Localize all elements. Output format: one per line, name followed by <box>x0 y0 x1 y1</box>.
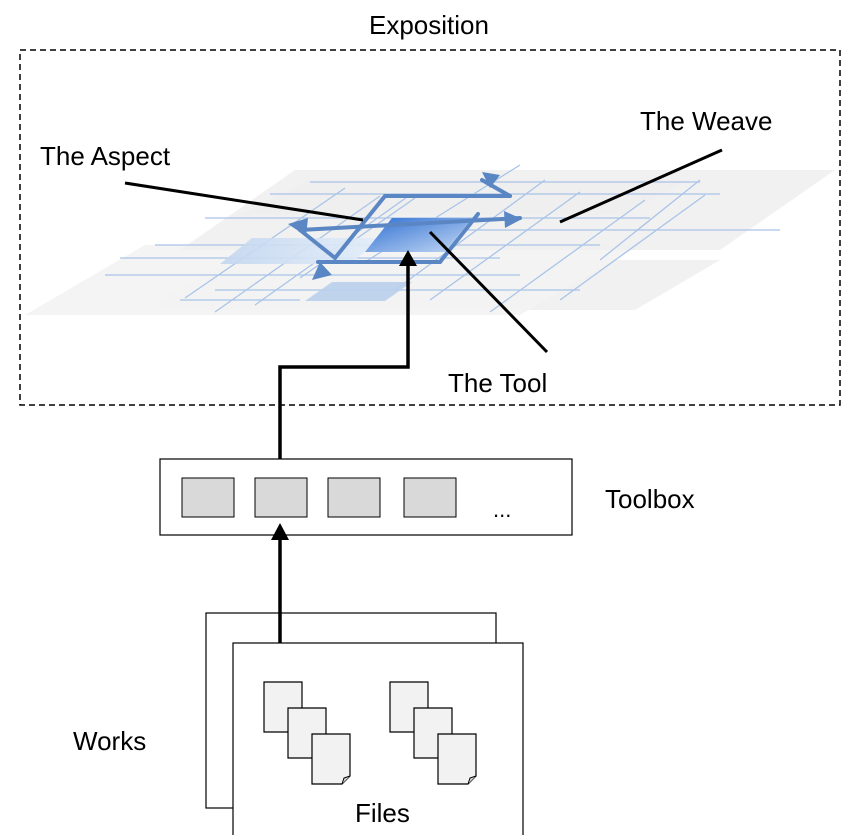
weave-label: The Weave <box>640 106 772 136</box>
tool-slot-icon[interactable] <box>181 477 235 518</box>
aspect-pane <box>220 238 382 264</box>
arrow-down-left-icon <box>312 262 332 280</box>
files-label: Files <box>355 798 410 828</box>
arrow-up-icon <box>399 250 417 266</box>
document-stack-icon <box>263 681 351 785</box>
tool-label: The Tool <box>448 368 547 398</box>
document-page-icon <box>437 733 477 785</box>
arrow-right-icon <box>504 211 522 228</box>
exposition-frame <box>19 49 841 406</box>
weave-callout-line <box>559 148 723 224</box>
document-page-icon <box>311 733 351 785</box>
document-fold <box>467 775 477 785</box>
toolbox-label: Toolbox <box>605 484 695 514</box>
document-stack-icon <box>389 681 477 785</box>
exposition-label: Exposition <box>369 10 489 40</box>
tool-slot-icon[interactable] <box>403 477 457 518</box>
works-label: Works <box>73 726 146 756</box>
aspect-callout-line <box>124 181 364 222</box>
tool-slot-icon[interactable] <box>327 477 381 518</box>
toolbox-ellipsis: ... <box>493 497 511 522</box>
tool-callout-line <box>428 230 549 354</box>
document-fold <box>341 775 351 785</box>
aspect-arrowheads <box>288 172 522 280</box>
arrow-left-icon <box>288 218 308 236</box>
aspect-label: The Aspect <box>40 141 171 171</box>
tool-slot-icon[interactable] <box>254 477 308 518</box>
arrow-up-icon <box>271 523 289 540</box>
tool-to-exposition-connector <box>278 260 410 490</box>
lower-pane <box>305 282 412 301</box>
weave-plane <box>25 245 640 315</box>
arrow-up-right-icon <box>482 172 500 188</box>
weave-planes <box>25 170 835 315</box>
